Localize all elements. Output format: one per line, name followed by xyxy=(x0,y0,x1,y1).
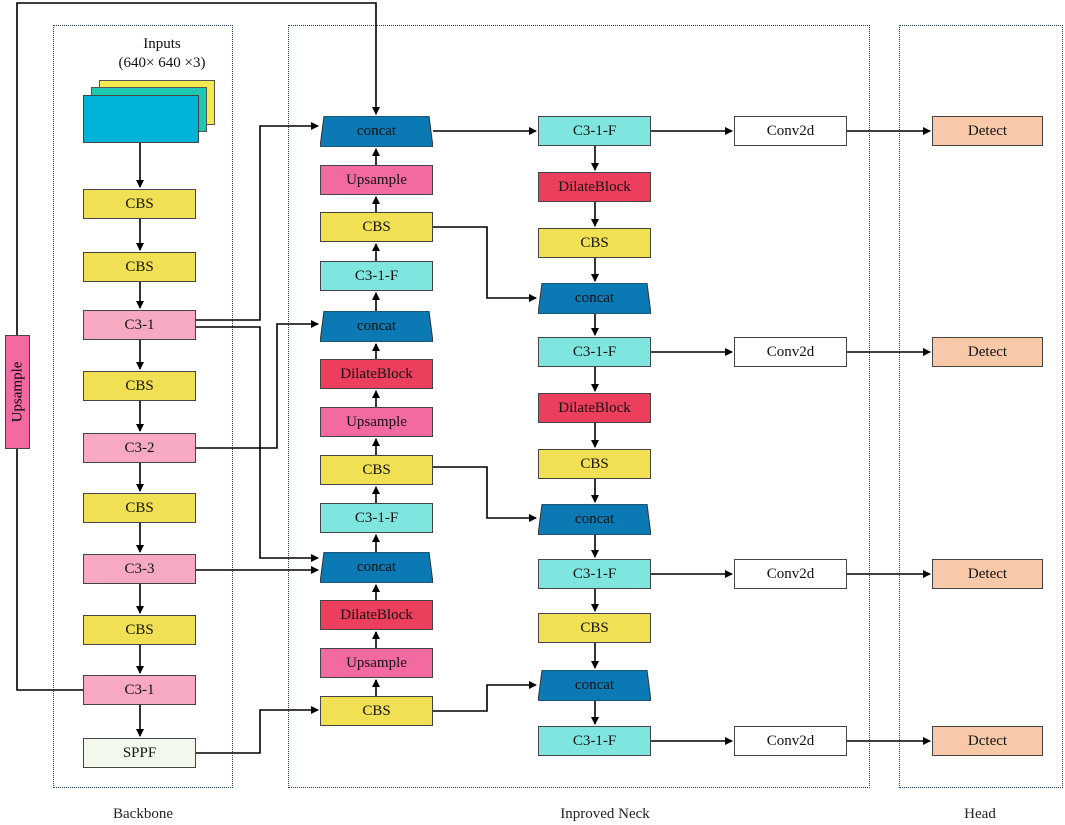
neck-right-concat-3: concat xyxy=(538,670,651,701)
neck-right-dilateblock-2: DilateBlock xyxy=(538,393,651,423)
backbone-c3-3: C3-3 xyxy=(83,554,196,584)
concat-shape xyxy=(538,504,651,535)
neck-dilateblock-1: DilateBlock xyxy=(320,359,433,389)
neck-right-c3-1-f-3: C3-1-F xyxy=(538,559,651,589)
backbone-c3-1-b: C3-1 xyxy=(83,675,196,705)
conv2d-2: Conv2d xyxy=(734,337,847,367)
neck-right-concat-2: concat xyxy=(538,504,651,535)
arrow xyxy=(196,122,319,321)
neck-right-concat-1: concat xyxy=(538,283,651,314)
neck-concat-2: concat xyxy=(320,311,433,342)
neck-concat-1: concat xyxy=(320,116,433,147)
arrow xyxy=(16,449,83,691)
backbone-region xyxy=(53,25,233,788)
inputs-title: Inputs (640× 640 ×3) xyxy=(92,35,232,73)
arrow xyxy=(433,466,537,522)
side-upsample-block: Upsample xyxy=(5,335,30,449)
concat-shape xyxy=(538,670,651,701)
arrow xyxy=(16,2,380,335)
neck-right-c3-1-f-1: C3-1-F xyxy=(538,116,651,146)
neck-upsample-3: Upsample xyxy=(320,648,433,678)
detect-2: Detect xyxy=(932,337,1043,367)
arrow xyxy=(196,326,319,562)
neck-right-dilateblock-1: DilateBlock xyxy=(538,172,651,202)
inputs-label: Inputs xyxy=(143,36,181,52)
neck-c3-1-f-2: C3-1-F xyxy=(320,503,433,533)
backbone-label: Backbone xyxy=(113,806,173,822)
concat-label: concat xyxy=(356,318,397,334)
head-region xyxy=(899,25,1063,788)
concat-label: concat xyxy=(574,677,615,693)
head-label: Head xyxy=(964,806,996,822)
neck-right-c3-1-f-4: C3-1-F xyxy=(538,726,651,756)
neck-right-cbs-2: CBS xyxy=(538,449,651,479)
neck-label: Inproved Neck xyxy=(560,806,650,822)
neck-cbs-2: CBS xyxy=(320,455,433,485)
neck-upsample-2: Upsample xyxy=(320,407,433,437)
conv2d-4: Conv2d xyxy=(734,726,847,756)
detect-4: Dctect xyxy=(932,726,1043,756)
arrow xyxy=(433,226,537,302)
concat-shape xyxy=(538,283,651,314)
arrow xyxy=(196,706,319,754)
concat-shape xyxy=(320,116,433,147)
neck-right-c3-1-f-2: C3-1-F xyxy=(538,337,651,367)
concat-label: concat xyxy=(574,511,615,527)
neck-dilateblock-2: DilateBlock xyxy=(320,600,433,630)
concat-label: concat xyxy=(356,559,397,575)
neck-right-cbs-1: CBS xyxy=(538,228,651,258)
neck-upsample-1: Upsample xyxy=(320,165,433,195)
concat-shape xyxy=(320,552,433,583)
concat-shape xyxy=(320,311,433,342)
conv2d-1: Conv2d xyxy=(734,116,847,146)
concat-label: concat xyxy=(574,290,615,306)
backbone-cbs-4: CBS xyxy=(83,493,196,523)
backbone-sppf: SPPF xyxy=(83,738,196,768)
backbone-cbs-5: CBS xyxy=(83,615,196,645)
neck-concat-3: concat xyxy=(320,552,433,583)
input-layer-front xyxy=(83,95,199,143)
neck-cbs-1: CBS xyxy=(320,212,433,242)
neck-cbs-3: CBS xyxy=(320,696,433,726)
concat-label: concat xyxy=(356,123,397,139)
detect-3: Detect xyxy=(932,559,1043,589)
arrow xyxy=(196,320,319,449)
backbone-cbs-3: CBS xyxy=(83,371,196,401)
arrow xyxy=(433,681,537,712)
backbone-cbs-2: CBS xyxy=(83,252,196,282)
inputs-shape: (640× 640 ×3) xyxy=(118,55,206,71)
detect-1: Detect xyxy=(932,116,1043,146)
backbone-cbs-1: CBS xyxy=(83,189,196,219)
conv2d-3: Conv2d xyxy=(734,559,847,589)
backbone-c3-1: C3-1 xyxy=(83,310,196,340)
neck-c3-1-f-1: C3-1-F xyxy=(320,261,433,291)
neck-right-cbs-3: CBS xyxy=(538,613,651,643)
backbone-c3-2: C3-2 xyxy=(83,433,196,463)
neck-region xyxy=(288,25,870,788)
